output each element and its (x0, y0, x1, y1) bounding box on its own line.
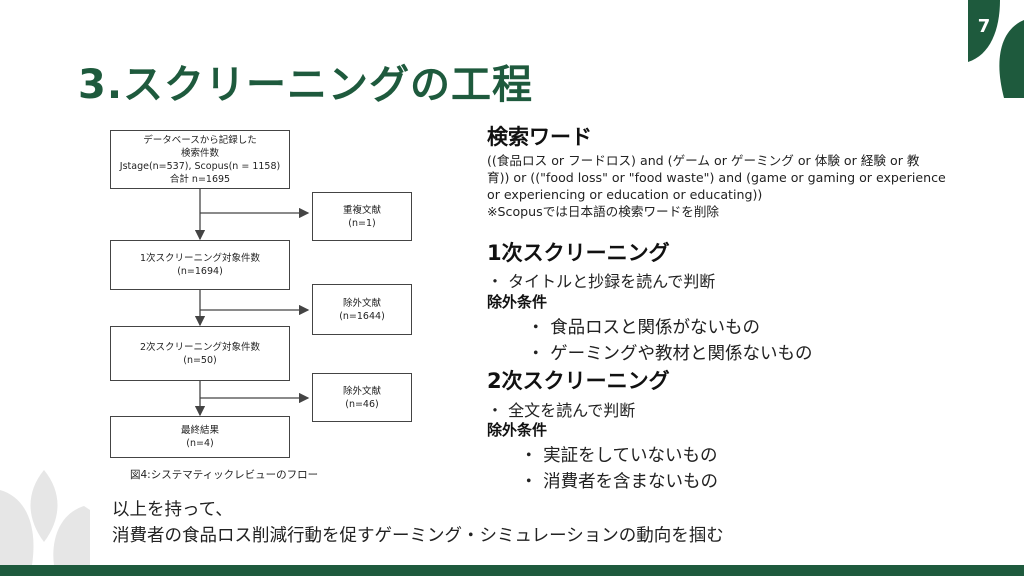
flow-box-records-line: 検索件数 (180, 147, 219, 159)
screening1-condition-label: 除外条件 (487, 293, 548, 311)
leaf-decoration-bottom (0, 470, 90, 576)
flow-side-box-line: (n=46) (345, 398, 379, 410)
page-number: 7 (977, 16, 991, 37)
screening2-condition: ・ 消費者を含まないもの (520, 472, 719, 492)
search-query-line: 育)) or (("food loss" or "food waste") an… (487, 170, 946, 185)
slide-title: 3.スクリーニングの工程 (78, 62, 534, 108)
flow-box-screening1-line: (n=1694) (177, 266, 223, 277)
screening1-condition: ・ ゲーミングや教材と関係ないもの (527, 344, 813, 364)
screening2-condition: ・ 実証をしていないもの (520, 446, 718, 466)
flow-box-screening1-line: 1次スクリーニング対象件数 (139, 253, 261, 264)
flow-box-final-line: 最終結果 (180, 425, 219, 436)
screening2-heading: 2次スクリーニング (487, 369, 670, 393)
conclusion: 以上を持って、 消費者の食品ロス削減行動を促すゲーミング・シミュレーションの動向… (112, 497, 724, 549)
conclusion-line: 消費者の食品ロス削減行動を促すゲーミング・シミュレーションの動向を掴む (112, 526, 724, 546)
flow-box-screening2-line: 2次スクリーニング対象件数 (139, 341, 261, 353)
flow-side-box-line: (n=1) (348, 217, 376, 229)
flow-side-box-duplicates: 重複文献 (n=1) (312, 192, 412, 241)
flow-side-box-line: 重複文献 (342, 204, 381, 216)
screening2-bullet: ・ 全文を読んで判断 (487, 401, 636, 420)
search-heading: 検索ワード (487, 125, 592, 149)
flow-box-screening2-line: (n=50) (183, 354, 217, 366)
flow-box-records-line: 合計 n=1695 (169, 173, 231, 185)
flow-box-records-line: データベースから記録した (143, 134, 257, 146)
flow-side-box-excluded1: 除外文献 (n=1644) (312, 284, 412, 335)
search-query-line: ※Scopusでは日本語の検索ワードを削除 (487, 204, 720, 219)
flow-box-final-line: (n=4) (186, 438, 214, 449)
flow-side-box-line: 除外文献 (342, 297, 381, 309)
flow-box-records-line: Jstage(n=537), Scopus(n = 1158) (119, 160, 281, 172)
screening2-condition-label: 除外条件 (487, 421, 548, 439)
flow-box-screening2: 2次スクリーニング対象件数 (n=50) (110, 326, 290, 381)
screening1-bullet: ・ タイトルと抄録を読んで判断 (487, 272, 716, 291)
leaf-decoration-top (968, 0, 1024, 98)
flow-side-box-line: 除外文献 (342, 385, 381, 397)
flow-side-box-excluded2: 除外文献 (n=46) (312, 373, 412, 422)
search-query-line: or experiencing or education or educatin… (487, 187, 763, 202)
flowchart: データベースから記録した 検索件数 Jstage(n=537), Scopus(… (100, 125, 420, 485)
flow-box-screening1: 1次スクリーニング対象件数 (n=1694) (110, 240, 290, 290)
screening1-heading: 1次スクリーニング (487, 241, 670, 265)
flow-box-final: 最終結果 (n=4) (110, 416, 290, 458)
flow-arrows (194, 189, 310, 417)
bottom-bar (0, 565, 1024, 576)
conclusion-line: 以上を持って、 (112, 500, 233, 520)
figure-caption: 図4:システマティックレビューのフロー (130, 469, 319, 481)
search-query-line: ((食品ロス or フードロス) and (ゲーム or ゲーミング or 体験… (487, 153, 920, 168)
search-query: ((食品ロス or フードロス) and (ゲーム or ゲーミング or 体験… (487, 152, 997, 220)
screening1-condition: ・ 食品ロスと関係がないもの (527, 318, 761, 338)
flow-side-box-line: (n=1644) (339, 310, 385, 322)
flow-box-records: データベースから記録した 検索件数 Jstage(n=537), Scopus(… (110, 130, 290, 189)
